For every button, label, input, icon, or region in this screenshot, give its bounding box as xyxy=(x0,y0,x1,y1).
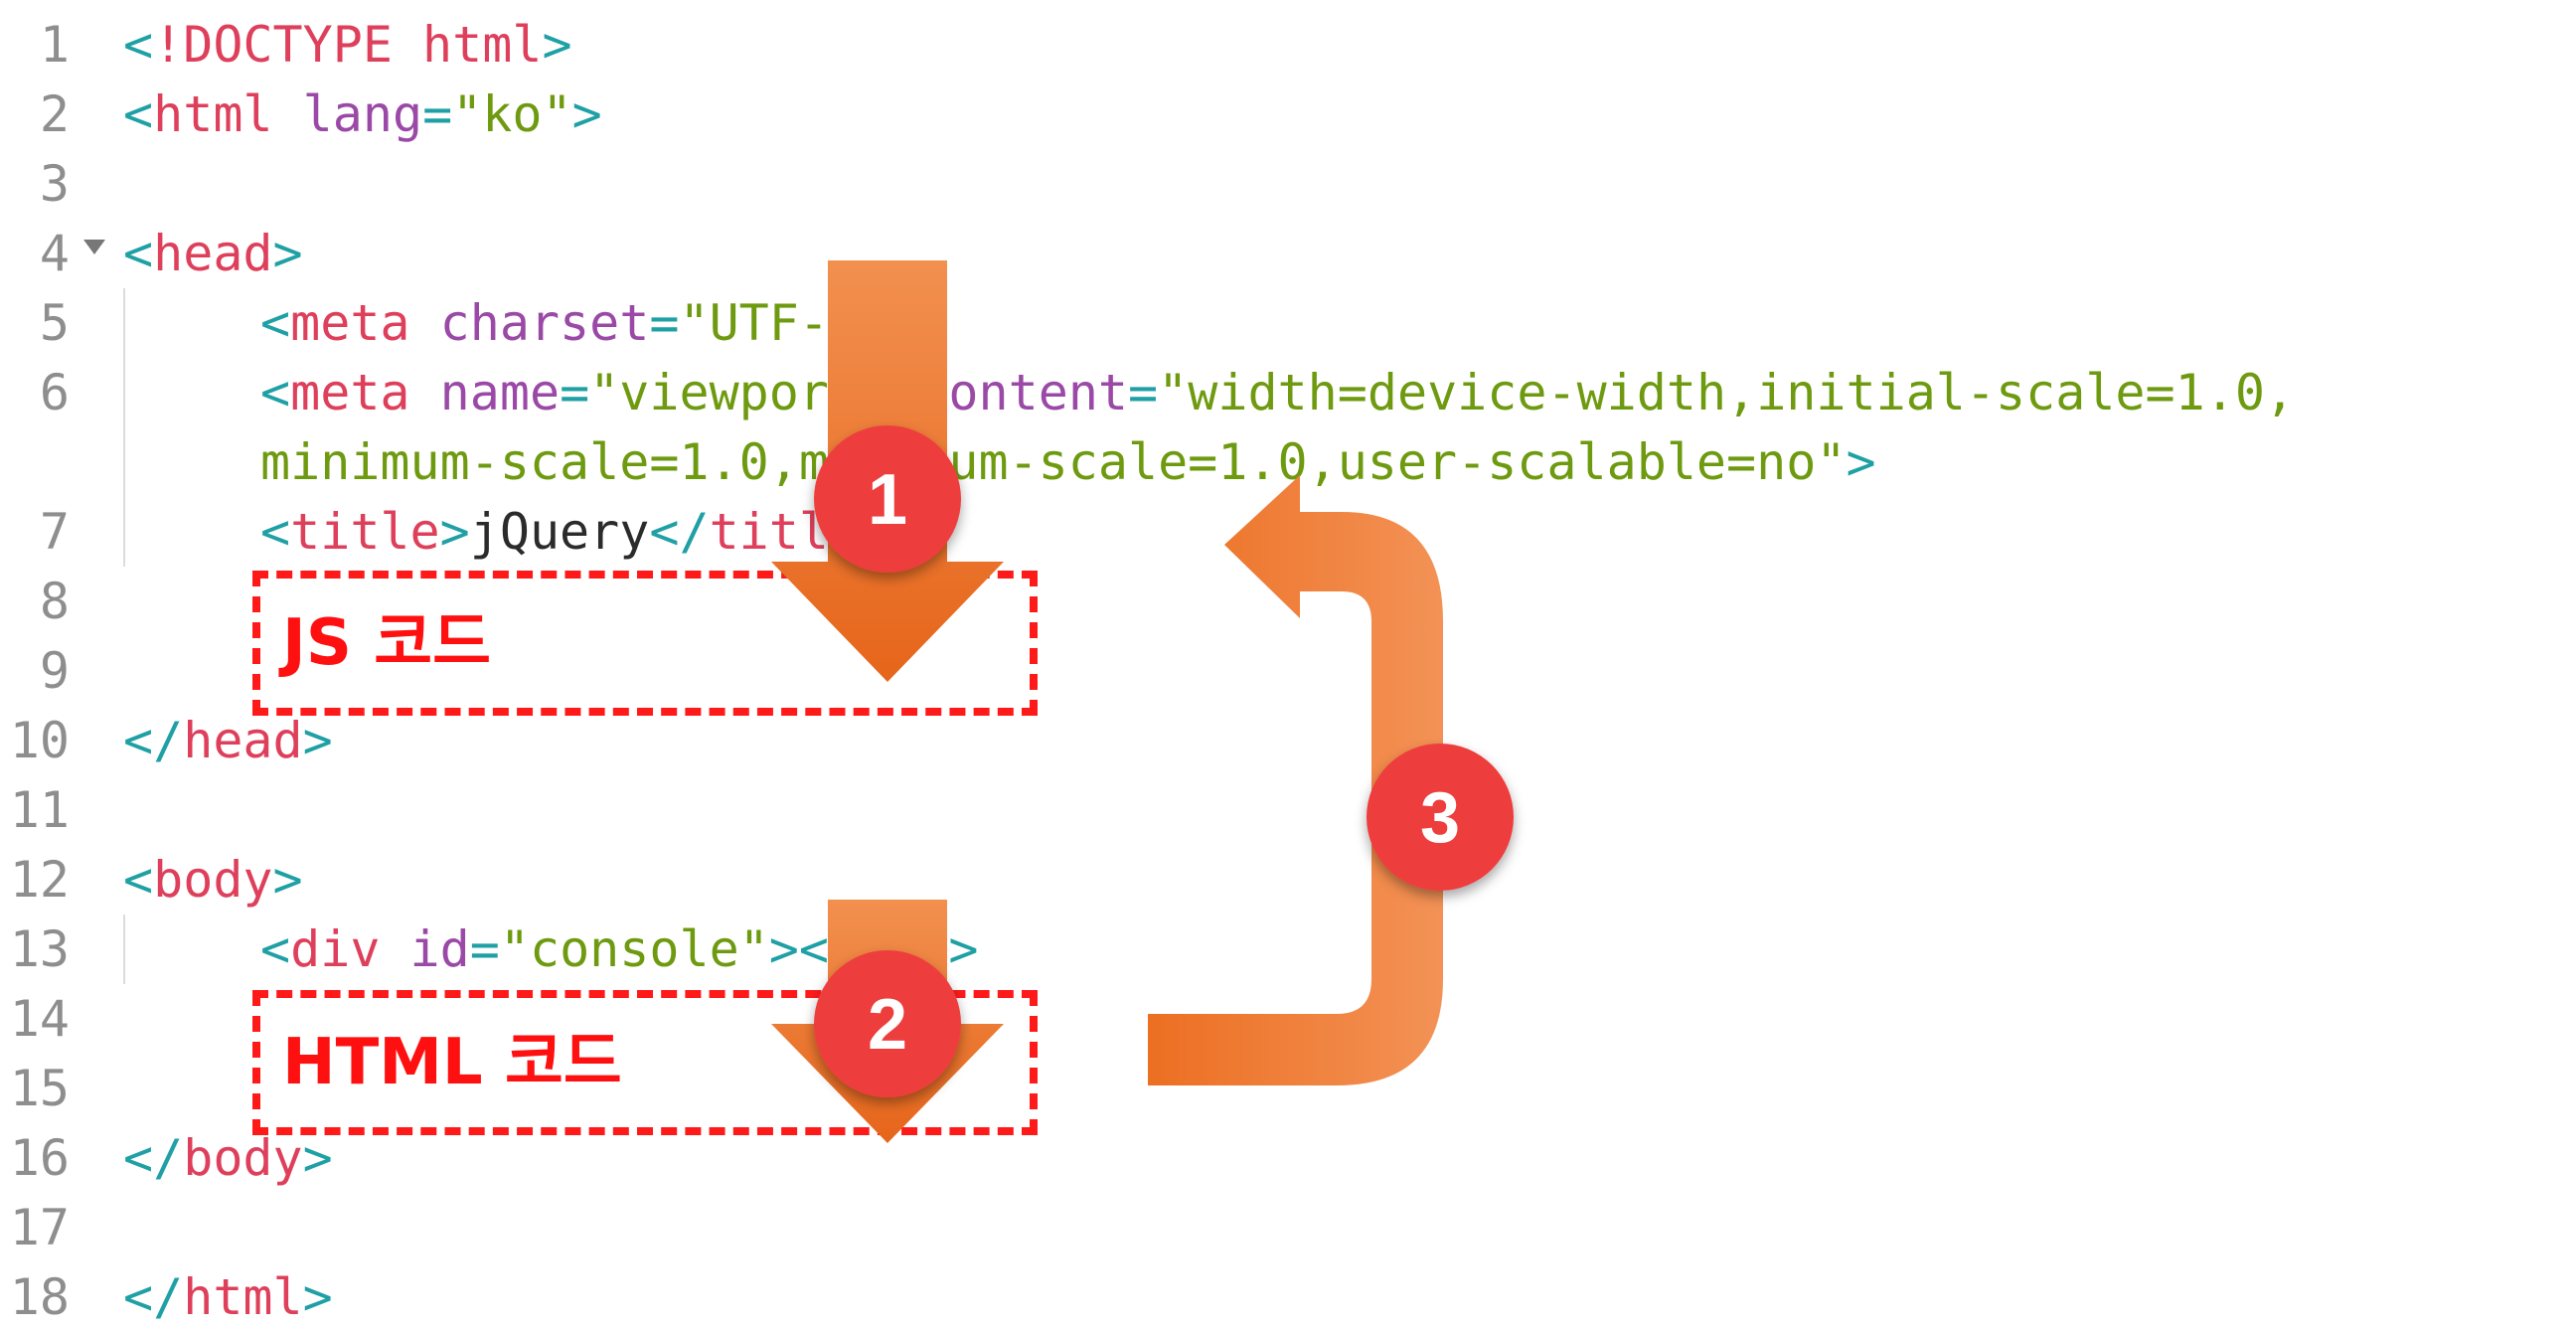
step-number-1: 1 xyxy=(868,460,907,540)
line-number: 2 xyxy=(39,85,70,143)
line-number: 3 xyxy=(39,155,70,213)
line-number: 1 xyxy=(39,16,70,74)
fold-triangle-icon[interactable] xyxy=(83,240,105,254)
code-line-1: <!DOCTYPE html> xyxy=(123,16,572,74)
step-number-3: 3 xyxy=(1420,778,1460,858)
code-line-2: <html lang="ko"> xyxy=(123,85,602,143)
line-number: 9 xyxy=(39,642,70,700)
step-number-2: 2 xyxy=(868,985,907,1065)
line-number: 10 xyxy=(9,712,70,769)
code-line-10: </head> xyxy=(123,712,333,769)
line-number: 18 xyxy=(9,1268,70,1326)
line-number: 13 xyxy=(9,920,70,978)
code-line-16: </body> xyxy=(123,1129,333,1187)
line-number: 6 xyxy=(39,364,70,421)
step-badge-3 xyxy=(1367,744,1514,891)
js-code-box xyxy=(252,571,1038,716)
js-code-label: JS 코드 xyxy=(282,606,491,680)
html-code-label: HTML 코드 xyxy=(282,1026,622,1099)
indent-guide xyxy=(123,288,125,567)
line-number: 7 xyxy=(39,503,70,561)
code-line-6-wrap: minimum-scale=1.0,maximum-scale=1.0,user… xyxy=(260,433,1876,491)
code-line-18: </html> xyxy=(123,1268,333,1326)
step-badge-1 xyxy=(814,425,961,573)
code-line-6: <meta name="viewport" content="width=dev… xyxy=(260,364,2296,421)
line-number: 15 xyxy=(9,1060,70,1117)
code-line-12: <body> xyxy=(123,851,303,909)
html-code-box xyxy=(252,990,1038,1135)
line-number: 16 xyxy=(9,1129,70,1187)
line-number: 11 xyxy=(9,781,70,839)
code-line-4: <head> xyxy=(123,225,303,282)
line-number: 17 xyxy=(9,1199,70,1256)
indent-guide xyxy=(123,915,125,984)
line-number: 5 xyxy=(39,294,70,352)
line-number: 8 xyxy=(39,573,70,630)
line-number: 4 xyxy=(39,225,70,282)
line-number: 12 xyxy=(9,851,70,909)
step-badge-2 xyxy=(814,950,961,1097)
line-number: 14 xyxy=(9,990,70,1048)
